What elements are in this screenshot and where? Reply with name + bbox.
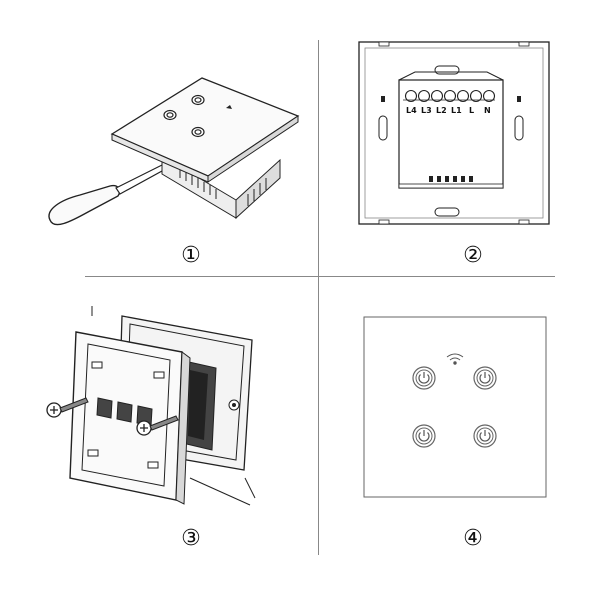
step-1-illustration — [40, 60, 310, 250]
terminal-labels: L4 L3 L2 L1 L N — [406, 106, 506, 118]
step-2-illustration: L4 L3 L2 L1 L N — [355, 38, 555, 233]
horizontal-divider — [85, 276, 555, 277]
terminal-l2: L2 — [436, 106, 447, 115]
power-icon — [412, 424, 436, 448]
terminal-l1: L1 — [451, 106, 462, 115]
vertical-divider — [318, 40, 319, 555]
power-icon — [473, 424, 497, 448]
step-label-4: ④ — [463, 526, 483, 551]
terminal-n: N — [484, 106, 491, 115]
screw-icon — [136, 415, 179, 436]
terminal-l3: L3 — [421, 106, 432, 115]
switch-panel — [110, 77, 300, 220]
step-4-illustration — [363, 316, 548, 501]
step-label-2: ② — [463, 243, 483, 268]
screw-icon — [46, 397, 89, 418]
terminal-l: L — [469, 106, 475, 115]
power-icon — [412, 366, 436, 390]
step-label-3: ③ — [181, 526, 201, 551]
step-3-illustration — [40, 300, 310, 515]
step-label-1: ① — [181, 243, 201, 268]
wifi-icon — [446, 353, 464, 365]
power-icon — [473, 366, 497, 390]
terminal-l4: L4 — [406, 106, 417, 115]
wifi-icon — [226, 105, 232, 109]
